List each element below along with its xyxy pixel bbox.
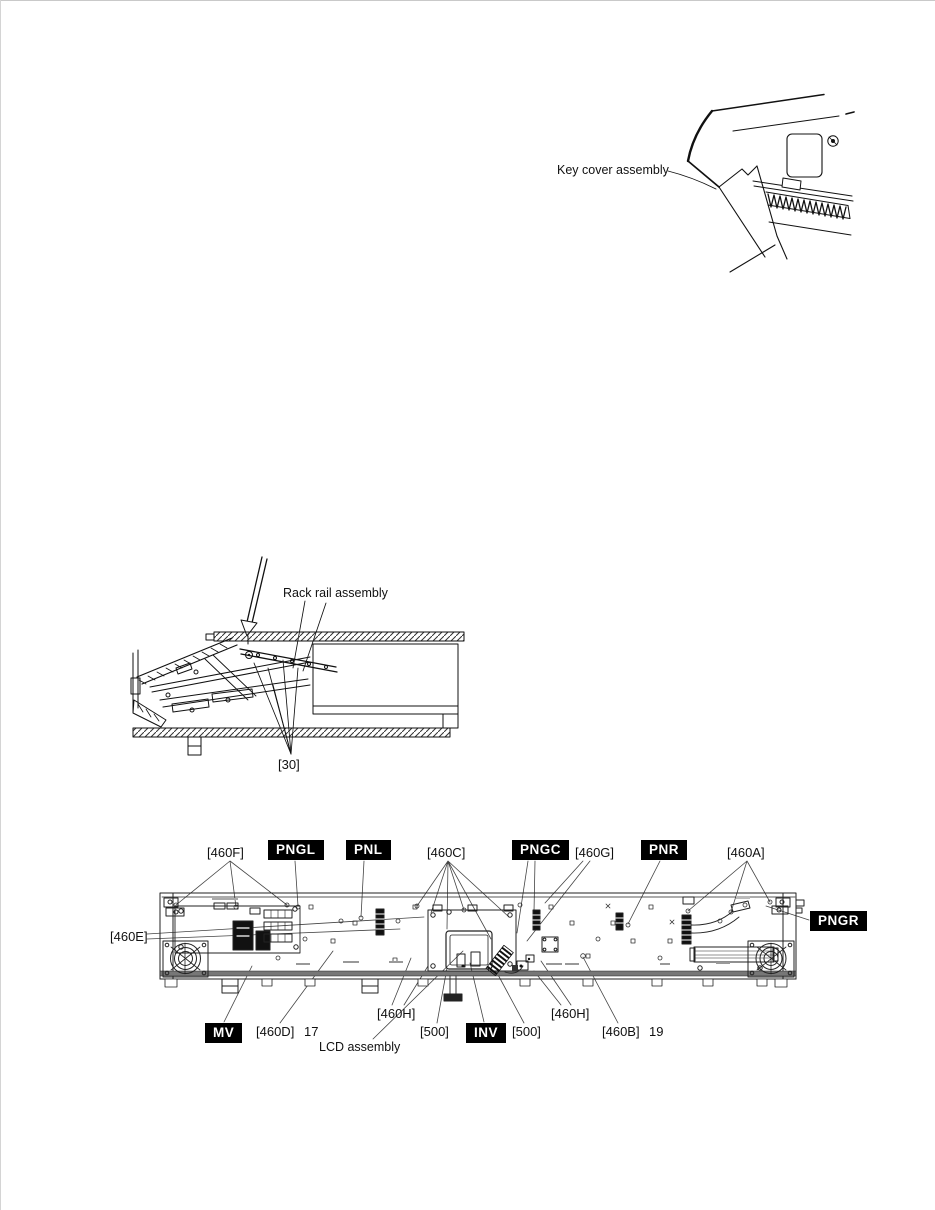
key-cover-label: Key cover assembly <box>557 163 669 177</box>
label-500-right: [500] <box>512 1024 541 1039</box>
label-pnr: PNR <box>641 840 688 860</box>
scan-edge-left <box>0 0 1 1210</box>
label-inv: INV <box>466 1023 507 1043</box>
label-460H-right: [460H] <box>551 1006 590 1021</box>
label-460C: [460C] <box>427 845 466 860</box>
label-pngc: PNGC <box>512 840 570 860</box>
scan-edge-top <box>0 0 935 1</box>
label-460F: [460F] <box>207 845 244 860</box>
label-460D: [460D] <box>256 1024 295 1039</box>
label-mv: MV <box>205 1023 243 1043</box>
label-500-left: [500] <box>420 1024 449 1039</box>
label-pnl: PNL <box>346 840 391 860</box>
label-19: 19 <box>649 1024 664 1039</box>
label-460E: [460E] <box>110 929 148 944</box>
label-460A: [460A] <box>727 845 765 860</box>
label-460G: [460G] <box>575 845 615 860</box>
rack-rail-drawing <box>130 556 465 756</box>
rack-rail-label: Rack rail assembly <box>283 586 388 600</box>
panel-drawing <box>146 860 810 1040</box>
key-cover-drawing <box>667 93 855 273</box>
label-460H-left: [460H] <box>377 1006 416 1021</box>
label-460B: [460B] <box>602 1024 640 1039</box>
label-lcd-assembly: LCD assembly <box>319 1040 401 1054</box>
ref-30-label: [30] <box>278 757 300 772</box>
label-17: 17 <box>304 1024 319 1039</box>
label-pngr: PNGR <box>810 911 868 931</box>
label-pngl: PNGL <box>268 840 324 860</box>
